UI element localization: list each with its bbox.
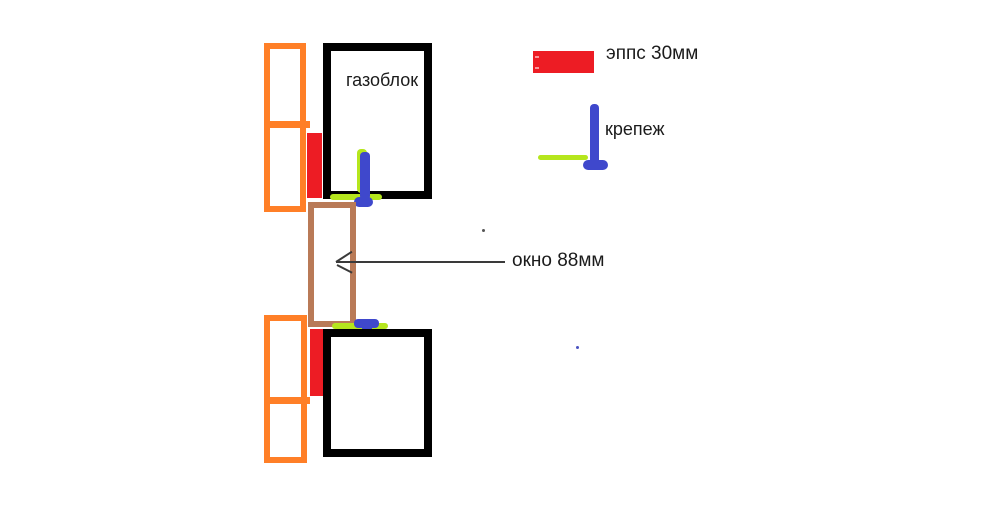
swatch-mark	[535, 56, 539, 58]
aerated-block-top	[323, 43, 432, 199]
eps-strip-bottom	[310, 329, 323, 396]
legend-fastener-pin	[590, 104, 599, 166]
gazoblok-label: газоблок	[346, 70, 419, 90]
legend-sealant-line	[538, 155, 588, 160]
annotation-arrow-line	[336, 261, 505, 263]
facing-column-top-divider	[264, 121, 310, 128]
fastener-top-pin	[360, 152, 370, 200]
fastener-top-foot	[354, 197, 373, 207]
window-annotation-label: окно 88мм	[512, 250, 605, 271]
aerated-block-bottom	[323, 329, 432, 457]
stray-dot	[576, 346, 579, 349]
legend-eps-swatch	[533, 51, 594, 73]
facing-column-bottom	[264, 315, 307, 463]
window-frame	[308, 202, 356, 327]
legend-fastener-label: крепеж	[605, 119, 665, 139]
eps-strip-top	[307, 133, 322, 198]
legend-fastener-foot	[583, 160, 608, 170]
legend-eps-label: эппс 30мм	[606, 43, 699, 64]
swatch-mark	[535, 67, 539, 69]
stray-dot	[482, 229, 485, 232]
facing-column-bottom-divider	[264, 397, 310, 404]
